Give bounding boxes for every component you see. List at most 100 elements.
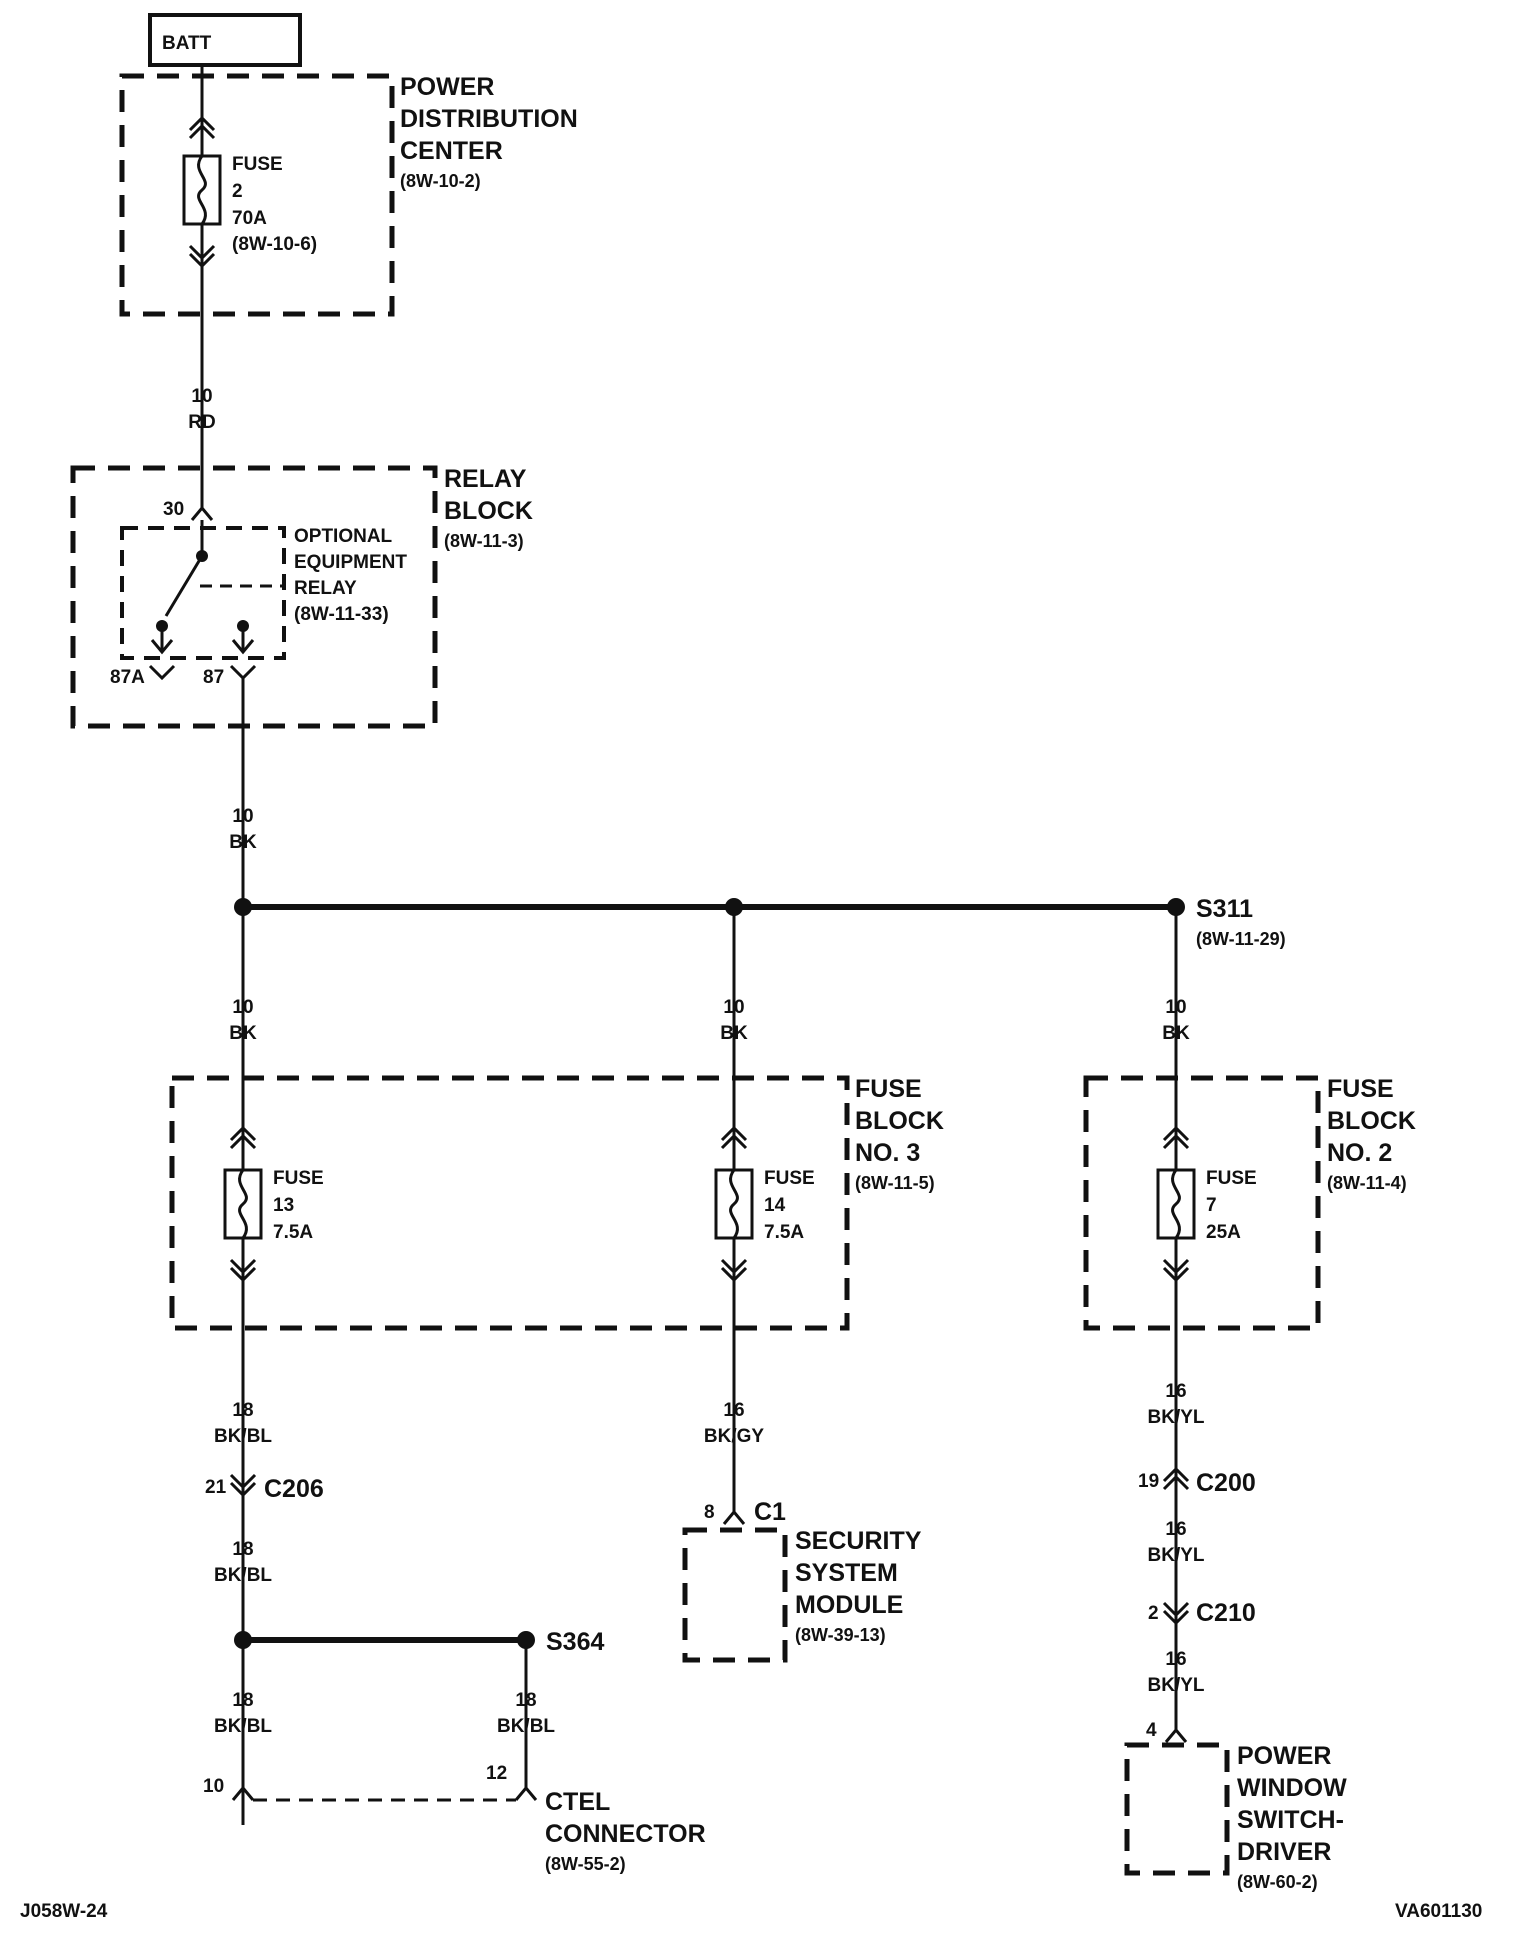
ssm-connector-name: C1 [754, 1498, 786, 1526]
wire-label-18-bkbl-3: 18 BK/BL [214, 1690, 272, 1737]
svg-text:18: 18 [515, 1690, 536, 1711]
fuse-block-3-box [169, 1075, 850, 1331]
fuse-block-2-title: FUSE BLOCK NO. 2 (8W-11-4) [1327, 1075, 1416, 1193]
svg-text:18: 18 [232, 1690, 253, 1711]
fuse-13-symbol [223, 1125, 263, 1283]
fuse-2-label: FUSE 2 70A (8W-10-6) [232, 154, 317, 255]
svg-text:7: 7 [1206, 1195, 1217, 1216]
relay-block-title: RELAY BLOCK (8W-11-3) [444, 465, 533, 551]
fuse-2-symbol [182, 115, 222, 269]
fuse-block-2-box [1083, 1075, 1321, 1331]
svg-text:SWITCH-: SWITCH- [1237, 1806, 1344, 1834]
svg-text:FUSE: FUSE [273, 1168, 324, 1189]
svg-text:RELAY: RELAY [444, 465, 527, 493]
svg-text:7.5A: 7.5A [764, 1222, 804, 1243]
relay-switch [150, 520, 284, 655]
svg-text:18: 18 [232, 1400, 253, 1421]
svg-text:13: 13 [273, 1195, 294, 1216]
svg-text:10: 10 [232, 806, 253, 827]
wire-label-10-bk-1: 10 BK [229, 997, 257, 1044]
svg-text:BLOCK: BLOCK [1327, 1107, 1416, 1135]
c200-pin: 19 [1138, 1471, 1159, 1492]
svg-text:BK: BK [1162, 1023, 1190, 1044]
ssm-pin: 8 [704, 1502, 715, 1523]
c210-name: C210 [1196, 1599, 1256, 1627]
splice-dot-left [234, 1631, 252, 1649]
svg-text:EQUIPMENT: EQUIPMENT [294, 552, 407, 573]
c206-connector [229, 1473, 257, 1498]
svg-text:BK: BK [229, 1023, 257, 1044]
c206-pin: 21 [205, 1477, 227, 1498]
pin-30-label: 30 [163, 499, 184, 520]
c210-pin: 2 [1148, 1603, 1159, 1624]
wire-label-16-bkyl-2: 16 BK/YL [1148, 1519, 1205, 1566]
svg-text:DRIVER: DRIVER [1237, 1838, 1331, 1866]
svg-text:14: 14 [764, 1195, 786, 1216]
svg-text:S311: S311 [1196, 895, 1253, 923]
c200-name: C200 [1196, 1469, 1256, 1497]
fuse-13-label: FUSE 13 7.5A [273, 1168, 324, 1243]
svg-text:POWER: POWER [1237, 1742, 1331, 1770]
svg-text:2: 2 [232, 181, 243, 202]
svg-text:16: 16 [1165, 1381, 1186, 1402]
svg-text:RD: RD [188, 412, 215, 433]
relay-block-box [70, 465, 438, 729]
svg-text:NO. 2: NO. 2 [1327, 1139, 1392, 1167]
svg-text:BK/YL: BK/YL [1148, 1675, 1205, 1696]
svg-text:BK/YL: BK/YL [1148, 1407, 1205, 1428]
svg-text:SECURITY: SECURITY [795, 1527, 922, 1555]
svg-text:70A: 70A [232, 208, 267, 229]
fuse-block-3-title: FUSE BLOCK NO. 3 (8W-11-5) [855, 1075, 944, 1193]
pwsd-box [1124, 1742, 1230, 1876]
svg-text:16: 16 [723, 1400, 744, 1421]
svg-text:WINDOW: WINDOW [1237, 1774, 1347, 1802]
svg-text:BK/BL: BK/BL [214, 1565, 272, 1586]
svg-text:(8W-11-4): (8W-11-4) [1327, 1173, 1407, 1193]
c206-name: C206 [264, 1475, 324, 1503]
svg-text:(8W-55-2): (8W-55-2) [545, 1854, 626, 1874]
svg-text:(8W-11-33): (8W-11-33) [294, 604, 389, 625]
svg-text:10: 10 [1165, 997, 1186, 1018]
svg-text:BLOCK: BLOCK [444, 497, 533, 525]
wire-label-10-bk-3: 10 BK [1162, 997, 1190, 1044]
svg-text:(8W-11-3): (8W-11-3) [444, 531, 524, 551]
svg-text:(8W-10-6): (8W-10-6) [232, 234, 317, 255]
svg-text:DISTRIBUTION: DISTRIBUTION [400, 105, 578, 133]
svg-text:BK/GY: BK/GY [704, 1426, 765, 1447]
svg-text:OPTIONAL: OPTIONAL [294, 526, 393, 547]
c200-connector [1162, 1466, 1190, 1491]
wire-label-10-bk-2: 10 BK [720, 997, 748, 1044]
wire-label-10-rd: 10 RD [188, 386, 215, 433]
svg-text:18: 18 [232, 1539, 253, 1560]
ctel-pin-a: 10 [203, 1776, 224, 1797]
svg-text:(8W-11-29): (8W-11-29) [1196, 929, 1286, 949]
svg-text:POWER: POWER [400, 73, 494, 101]
batt-box [148, 13, 302, 67]
svg-text:16: 16 [1165, 1649, 1186, 1670]
fuse-7-symbol [1156, 1125, 1196, 1283]
svg-text:NO. 3: NO. 3 [855, 1139, 920, 1167]
ssm-label: SECURITY SYSTEM MODULE (8W-39-13) [795, 1527, 922, 1645]
svg-text:FUSE: FUSE [1206, 1168, 1257, 1189]
wire-label-18-bkbl-2: 18 BK/BL [214, 1539, 272, 1586]
ctel-label: CTEL CONNECTOR (8W-55-2) [545, 1788, 706, 1874]
ctel-connector-symbol [231, 1785, 538, 1802]
ssm-box [682, 1527, 788, 1663]
pin-87-connector [229, 664, 257, 681]
wire-label-18-bkbl-1: 18 BK/BL [214, 1400, 272, 1447]
wire-label-16-bkyl-1: 16 BK/YL [1148, 1381, 1205, 1428]
svg-text:FUSE: FUSE [1327, 1075, 1394, 1103]
c1-connector [722, 1509, 746, 1525]
wire-label-16-bkgy: 16 BK/GY [704, 1400, 765, 1447]
svg-text:FUSE: FUSE [764, 1168, 815, 1189]
splice-s364-label: S364 [546, 1628, 604, 1656]
svg-text:FUSE: FUSE [232, 154, 283, 175]
svg-text:CTEL: CTEL [545, 1788, 610, 1816]
svg-text:BK/BL: BK/BL [214, 1426, 272, 1447]
svg-text:(8W-60-2): (8W-60-2) [1237, 1872, 1318, 1892]
fuse-14-label: FUSE 14 7.5A [764, 1168, 815, 1243]
svg-text:(8W-10-2): (8W-10-2) [400, 171, 481, 191]
footer-right: VA601130 [1395, 1901, 1482, 1922]
relay-label: OPTIONAL EQUIPMENT RELAY (8W-11-33) [294, 526, 407, 625]
